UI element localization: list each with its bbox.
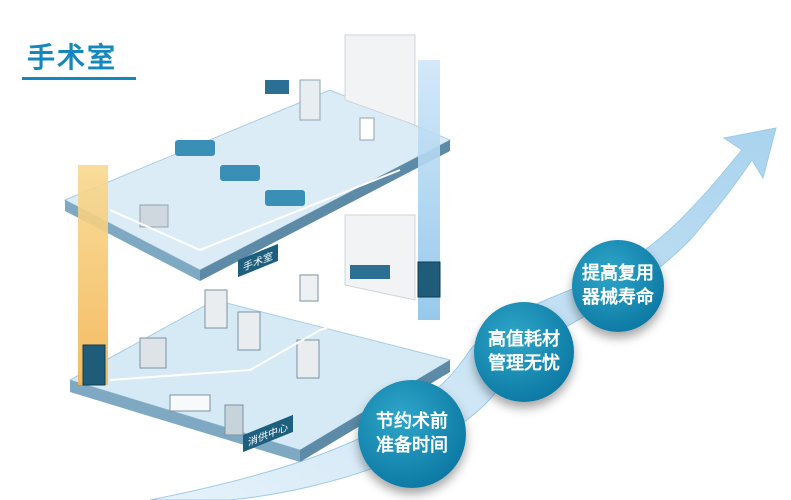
benefit-line: 高值耗材 xyxy=(488,329,560,350)
orange-lift-cabinet xyxy=(82,344,106,386)
blue-lift-cabinet xyxy=(417,261,441,298)
benefit-bubble-prep-time: 节约术前 准备时间 xyxy=(358,380,466,488)
blue-lift-column xyxy=(418,60,440,320)
benefit-line: 节约术前 xyxy=(376,411,448,432)
page-title: 手术室 xyxy=(27,41,118,74)
lower-equipment xyxy=(139,265,390,436)
upper-equipment xyxy=(139,79,375,228)
lower-back-wall xyxy=(344,214,416,301)
benefit-line: 管理无忧 xyxy=(488,353,560,374)
benefit-bubble-instrument-life: 提高复用 器械寿命 xyxy=(572,240,664,332)
upper-flow-path xyxy=(109,169,401,252)
benefit-line: 准备时间 xyxy=(376,435,448,456)
benefit-bubble-consumables: 高值耗材 管理无忧 xyxy=(474,302,574,402)
benefit-line: 提高复用 xyxy=(582,263,654,284)
upper-back-wall xyxy=(344,34,416,126)
lower-flow-path xyxy=(109,299,411,381)
benefit-line: 器械寿命 xyxy=(582,287,654,308)
growth-arrow xyxy=(149,127,777,500)
title-underline xyxy=(22,77,136,80)
